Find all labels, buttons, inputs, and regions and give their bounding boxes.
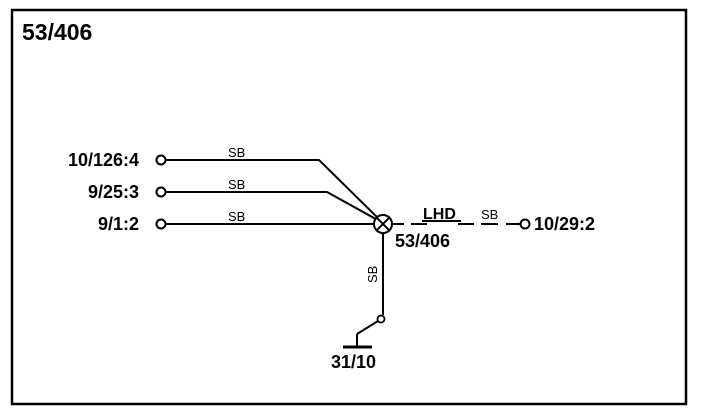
- left-wire-2: 9/25:3 SB: [88, 177, 384, 224]
- terminal-connector-icon: [155, 218, 167, 230]
- wire-color-label: SB: [228, 145, 245, 160]
- terminal-label: 9/1:2: [98, 214, 139, 234]
- right-wire: LHD SB 10/29:2: [392, 206, 595, 234]
- wire-line: [166, 191, 384, 224]
- diagram-frame: [10, 8, 688, 406]
- wire-line: [166, 159, 384, 224]
- wire-color-label: SB: [365, 266, 380, 283]
- splice-label: 53/406: [395, 231, 450, 251]
- left-wire-1: 10/126:4 SB: [68, 145, 384, 224]
- wire-color-label: SB: [481, 207, 498, 222]
- switch-contact-icon: [376, 314, 386, 324]
- ground-wire: SB 31/10: [331, 233, 386, 372]
- variant-label: LHD: [423, 206, 456, 223]
- wire-color-label: SB: [228, 209, 245, 224]
- terminal-connector-icon: [155, 186, 167, 198]
- terminal-connector-icon: [519, 218, 531, 230]
- terminal-connector-icon: [155, 154, 167, 166]
- splice-point: 53/406: [373, 214, 450, 251]
- switch-blade: [356, 320, 379, 335]
- terminal-label: 31/10: [331, 352, 376, 372]
- terminal-label: 10/126:4: [68, 150, 139, 170]
- left-wire-3: 9/1:2 SB: [98, 209, 374, 234]
- terminal-label: 10/29:2: [534, 214, 595, 234]
- diagram-title: 53/406: [22, 19, 92, 45]
- terminal-label: 9/25:3: [88, 182, 139, 202]
- wire-color-label: SB: [228, 177, 245, 192]
